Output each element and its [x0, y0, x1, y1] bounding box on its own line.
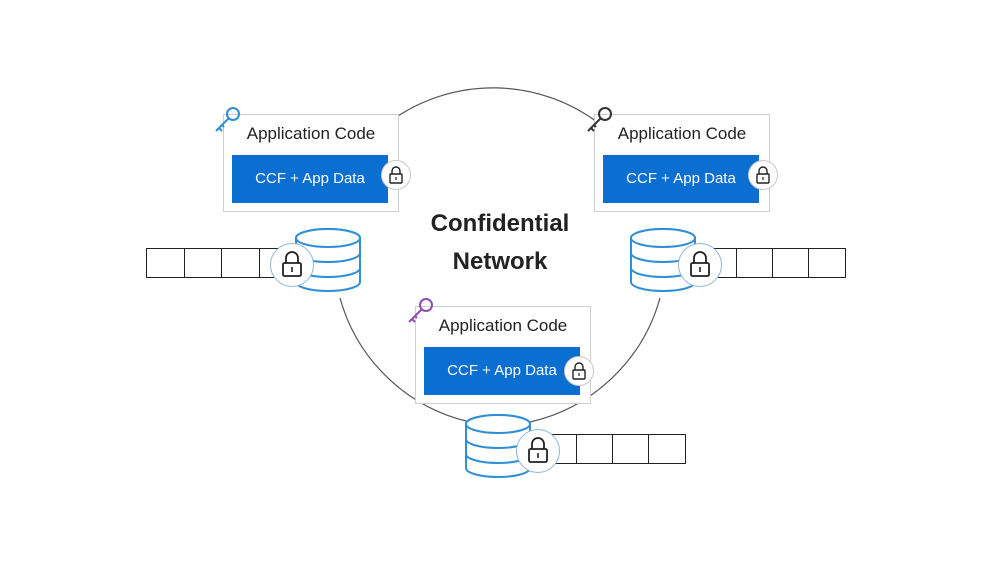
- ledger-cell: [612, 434, 650, 464]
- ccf-app-data-box: CCF + App Data: [424, 347, 580, 395]
- network-title-line1: Confidential: [430, 210, 570, 237]
- ring-arc-right: [529, 297, 661, 423]
- node-card: Application Code CCF + App Data: [223, 114, 399, 212]
- lock-icon: [564, 356, 594, 386]
- ledger-left: [146, 248, 298, 278]
- disk-lock-icon: [270, 243, 314, 287]
- ledger-cell: [772, 248, 810, 278]
- node-bottom: Application Code CCF + App Data: [415, 306, 594, 404]
- ledger-cell: [221, 248, 261, 278]
- application-code-label: Application Code: [438, 316, 568, 335]
- disk-lock-icon: [678, 243, 722, 287]
- ledger-cell: [183, 248, 223, 278]
- network-title-line2: Network: [452, 248, 548, 275]
- lock-icon: [381, 160, 411, 190]
- ring-arc-top: [394, 87, 598, 123]
- ccf-app-data-box: CCF + App Data: [603, 155, 759, 203]
- network-title: Confidential Network: [400, 205, 600, 281]
- node-top-right: Application Code CCF + App Data: [594, 114, 778, 212]
- node-top-left: Application Code CCF + App Data: [223, 114, 411, 212]
- node-card: Application Code CCF + App Data: [415, 306, 591, 404]
- ccf-app-data-box: CCF + App Data: [232, 155, 388, 203]
- ledger-bottom: [540, 434, 686, 464]
- application-code-label: Application Code: [246, 124, 376, 143]
- key-icon: [408, 298, 433, 323]
- key-icon: [215, 107, 240, 132]
- ring-arc-left: [339, 297, 471, 423]
- ledger-cell: [648, 434, 686, 464]
- database-icon: [295, 228, 361, 292]
- ledger-cell: [576, 434, 614, 464]
- node-card: Application Code CCF + App Data: [594, 114, 770, 212]
- key-icon: [587, 107, 612, 132]
- lock-icon: [748, 160, 778, 190]
- application-code-label: Application Code: [617, 124, 747, 143]
- ledger-cell: [736, 248, 774, 278]
- disk-lock-icon: [516, 429, 560, 473]
- ledger-cell: [808, 248, 846, 278]
- ledger-cell: [146, 248, 186, 278]
